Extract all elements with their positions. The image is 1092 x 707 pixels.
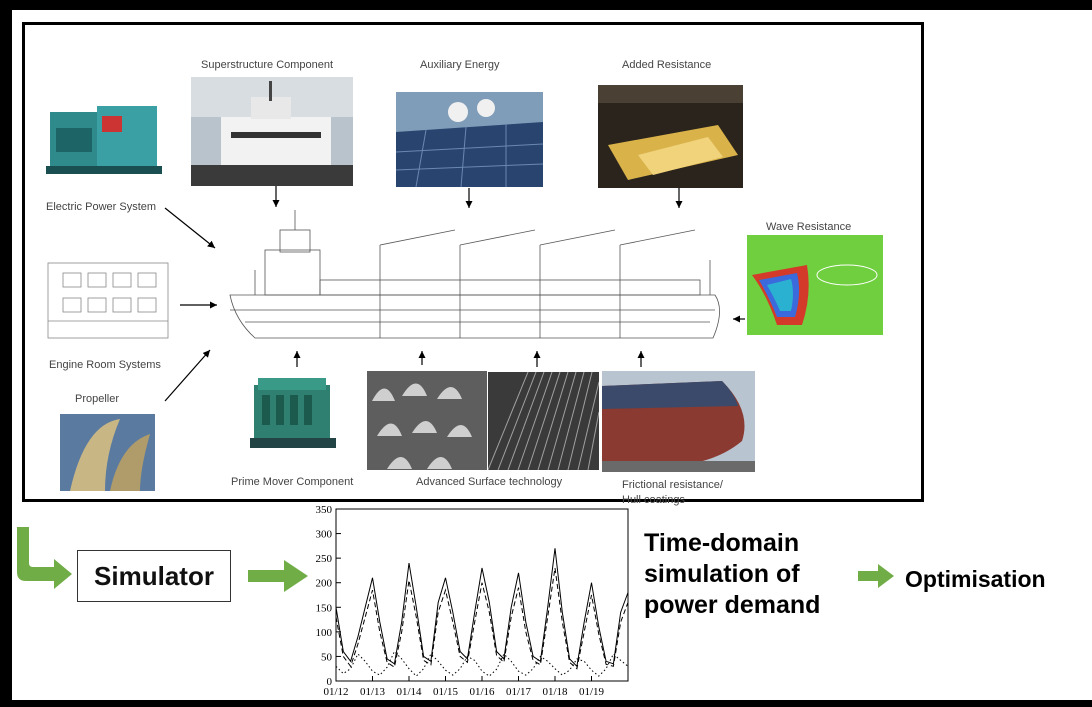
engine-room-drawing: [43, 253, 173, 348]
simulator-label: Simulator: [94, 560, 214, 591]
figure-canvas: Superstructure Component Auxiliary Energ…: [12, 10, 1092, 700]
y-tick-label: 100: [316, 627, 333, 639]
label-prime-mover: Prime Mover Component: [231, 476, 354, 488]
y-tick-label: 50: [321, 651, 333, 663]
components-panel: Superstructure Component Auxiliary Energ…: [22, 22, 924, 506]
time-domain-line-3: power demand: [644, 591, 821, 619]
simulator-box: Simulator: [77, 550, 231, 602]
label-added-resistance: Added Resistance: [622, 59, 712, 71]
wave-resistance-cfd-image: [747, 235, 883, 335]
x-tick-label: 01/12: [323, 686, 348, 698]
added-resistance-photo: [598, 85, 743, 188]
simulation-to-optimisation-arrow: [858, 564, 894, 588]
label-wave-resistance: Wave Resistance: [766, 221, 852, 233]
pipeline-green-arrows: [17, 527, 894, 592]
time-domain-line-2: simulation of: [644, 560, 800, 588]
ship-general-arrangement-drawing: [229, 210, 720, 339]
prime-mover-engine-photo: [244, 370, 342, 455]
power-demand-chart: 0 50 100 150 200 250 300 350 01/12 01/13 01/14 01/1…: [302, 502, 632, 702]
y-tick-label: 0: [327, 676, 333, 688]
x-tick-label: 01/15: [433, 686, 459, 698]
y-tick-label: 350: [316, 504, 333, 516]
label-surface-technology: Advanced Surface technology: [416, 476, 563, 488]
label-engine-room: Engine Room Systems: [49, 359, 161, 371]
riblet-surface-photo: [488, 372, 599, 470]
y-tick-label: 250: [316, 553, 333, 565]
time-domain-line-1: Time-domain: [644, 529, 800, 557]
label-hull-coatings: Hull coatings: [622, 494, 685, 506]
solar-panel-deck-photo: [396, 92, 543, 187]
x-tick-label: 01/13: [360, 686, 386, 698]
hull-coating-photo: [602, 371, 755, 472]
x-tick-label: 01/18: [542, 686, 568, 698]
label-superstructure: Superstructure Component: [201, 59, 334, 71]
label-electric-power: Electric Power System: [46, 201, 157, 213]
series-line-dashed: [335, 567, 629, 670]
power-demand-chart-svg: 0 50 100 150 200 250 300 350 01/12 01/13 01/14 01/1…: [316, 504, 629, 698]
y-tick-label: 200: [316, 578, 333, 590]
superstructure-photo: [191, 77, 353, 186]
curved-green-arrow: [17, 527, 72, 589]
y-tick-label: 300: [316, 529, 333, 541]
label-propeller: Propeller: [75, 393, 120, 405]
component-arrows: [164, 186, 745, 402]
y-tick-label: 150: [316, 602, 333, 614]
generator-photo: [42, 98, 167, 178]
optimisation-label: Optimisation: [905, 566, 1046, 592]
plot-frame: [335, 508, 629, 682]
x-tick-label: 01/17: [506, 686, 532, 698]
propeller-photo: [60, 414, 155, 491]
sharkskin-surface-photo: [367, 371, 487, 470]
x-tick-label: 01/14: [396, 686, 422, 698]
label-frictional-resistance: Frictional resistance/: [622, 479, 723, 491]
time-domain-simulation-text: Time-domain simulation of power demand: [644, 528, 854, 621]
x-tick-label: 01/19: [579, 686, 605, 698]
label-auxiliary-energy: Auxiliary Energy: [420, 59, 500, 71]
series-line-solid: [335, 548, 629, 668]
simulator-to-chart-arrow: [248, 560, 308, 592]
x-tick-label: 01/16: [469, 686, 495, 698]
